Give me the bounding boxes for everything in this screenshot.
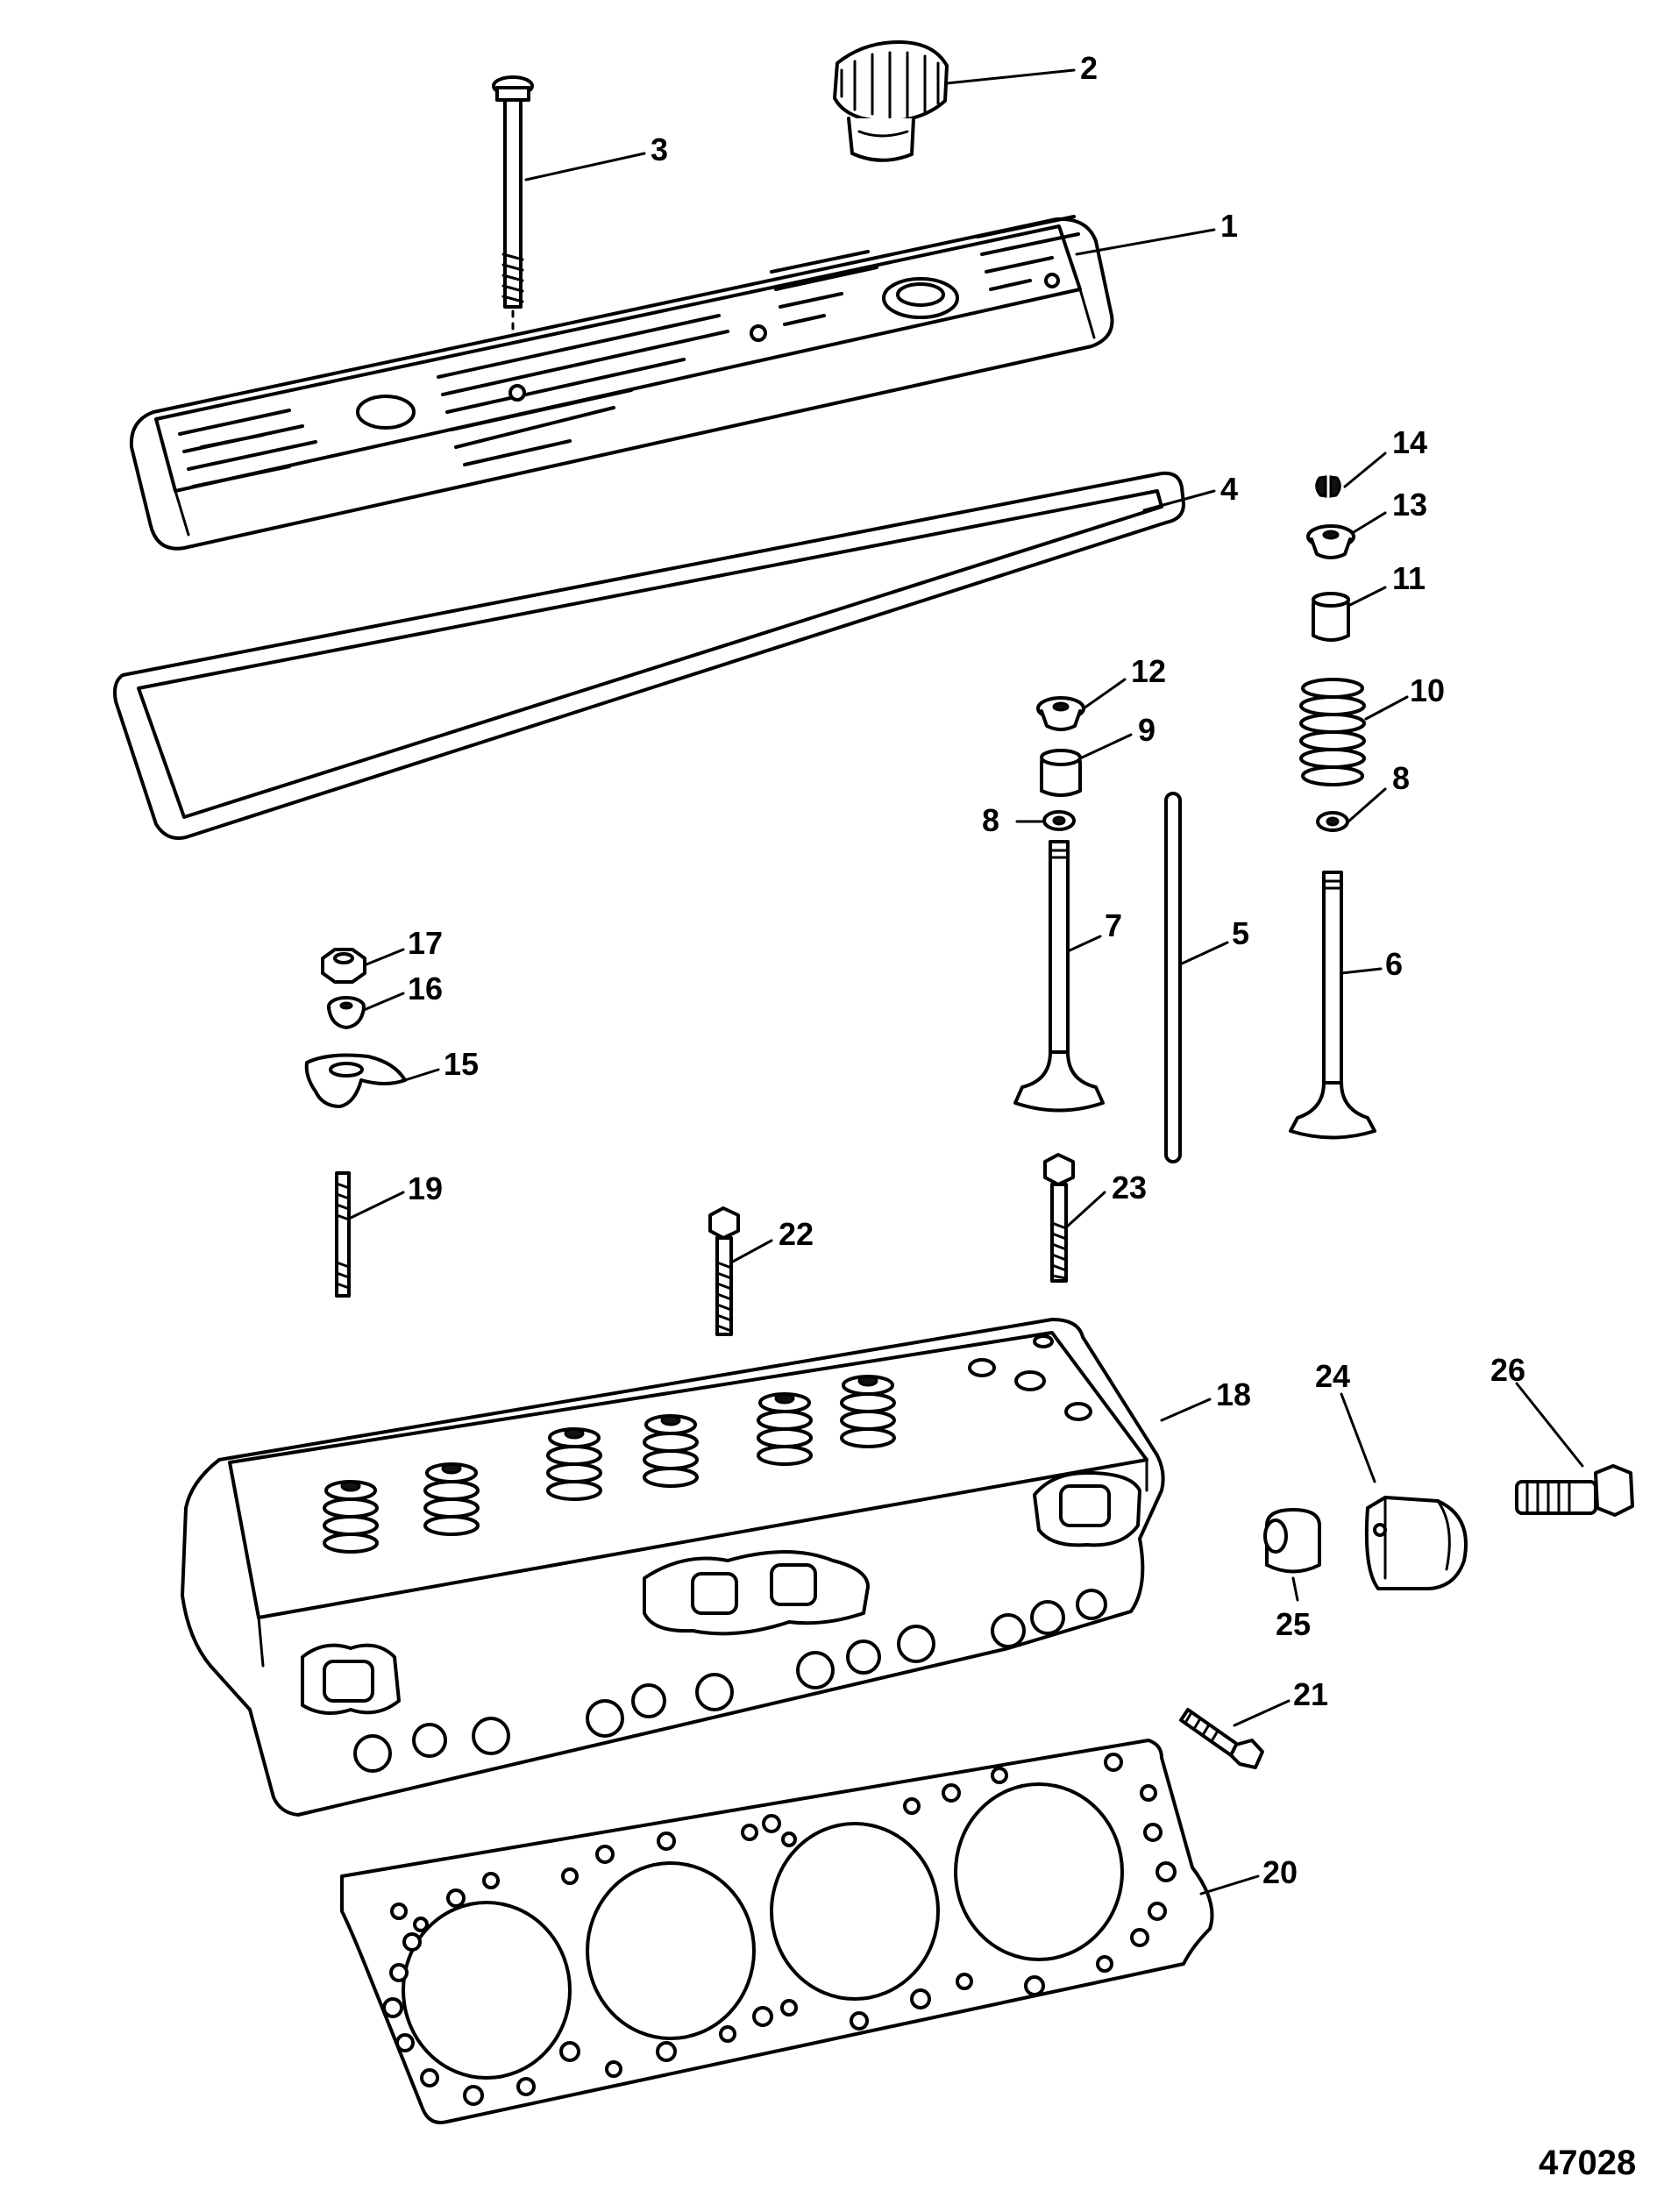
callout-14: 14 — [1392, 424, 1427, 460]
callout-18: 18 — [1216, 1376, 1251, 1412]
callout-1: 1 — [1220, 208, 1238, 244]
valve-seal — [1312, 592, 1350, 642]
oil-filler-cap — [833, 40, 949, 162]
valve-spring — [1299, 678, 1366, 786]
callout-3: 3 — [651, 132, 668, 167]
callout-15: 15 — [444, 1046, 479, 1082]
valve-cover — [129, 215, 1114, 551]
callout-22: 22 — [779, 1216, 814, 1252]
valve-shim-left — [1042, 810, 1076, 831]
valve-spring-cap — [1306, 524, 1355, 559]
callout-21: 21 — [1293, 1676, 1328, 1712]
small-bolt — [1179, 1708, 1264, 1769]
callout-17: 17 — [408, 925, 443, 961]
valve-cover-gasket — [113, 471, 1185, 840]
figure-number: 47028 — [1539, 2144, 1636, 2182]
callout-6: 6 — [1385, 946, 1403, 982]
head-gasket — [340, 1739, 1214, 2124]
callout-16: 16 — [408, 971, 443, 1006]
callout-13: 13 — [1392, 487, 1427, 523]
hose-clamp — [1364, 1496, 1468, 1590]
callout-8-right: 8 — [1392, 760, 1410, 796]
callout-20: 20 — [1262, 1854, 1298, 1890]
callout-8-left: 8 — [982, 802, 999, 838]
intake-valve-seal — [1040, 749, 1082, 797]
callout-12: 12 — [1131, 653, 1166, 689]
callout-26: 26 — [1490, 1352, 1525, 1388]
callout-23: 23 — [1112, 1170, 1147, 1206]
push-rod — [1164, 792, 1182, 1163]
head-bolt-long — [1043, 1153, 1075, 1283]
valve-shim-right — [1316, 811, 1349, 832]
callout-labels: 1 2 3 4 5 6 7 8 8 9 10 11 12 13 14 15 16… — [408, 50, 1525, 1890]
callout-11: 11 — [1392, 560, 1426, 596]
head-bolt-short — [708, 1206, 740, 1336]
spacer — [1263, 1508, 1321, 1574]
valve-keepers — [1315, 475, 1341, 498]
callout-25: 25 — [1276, 1606, 1311, 1642]
callout-24: 24 — [1315, 1358, 1350, 1394]
exhaust-valve — [1289, 871, 1376, 1140]
callout-7: 7 — [1105, 907, 1122, 943]
leader-lines — [347, 68, 1584, 1895]
callout-10: 10 — [1410, 672, 1445, 708]
rocker-stud — [335, 1171, 351, 1298]
callout-4: 4 — [1220, 471, 1238, 507]
valve-rotator — [1036, 696, 1085, 731]
rocker-nut — [321, 948, 366, 984]
intake-valve — [1013, 840, 1105, 1113]
clamp-bolt — [1515, 1464, 1634, 1517]
cylinder-head — [181, 1318, 1165, 1817]
callout-19: 19 — [408, 1170, 443, 1206]
rocker-ball — [327, 996, 366, 1029]
callout-5: 5 — [1232, 915, 1249, 951]
callout-9: 9 — [1138, 712, 1155, 748]
callout-2: 2 — [1080, 50, 1098, 86]
rocker-arm — [304, 1053, 407, 1108]
